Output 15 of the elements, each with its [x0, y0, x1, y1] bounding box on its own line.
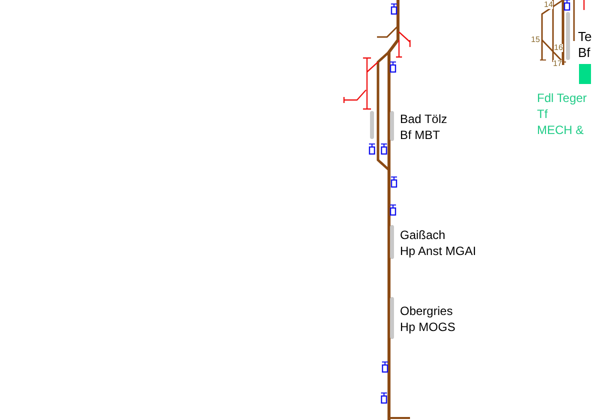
- station-code: Bf MBT: [400, 129, 440, 141]
- station-name: Bad Tölz: [400, 113, 448, 125]
- station-code: Hp MOGS: [400, 321, 456, 333]
- operator-note: MECH &: [537, 124, 584, 136]
- station-name: Te: [578, 30, 592, 43]
- station-code: Hp Anst MGAI: [400, 245, 476, 257]
- track-number: 17: [553, 60, 562, 68]
- track-number: 16: [554, 44, 563, 52]
- operator-note: Tf: [537, 108, 548, 120]
- track-number: 15: [531, 36, 540, 44]
- station-name: Gaißach: [400, 229, 446, 241]
- operator-note: Fdl Teger: [537, 92, 587, 104]
- station-code: Bf: [578, 46, 590, 59]
- station-name: Obergries: [400, 305, 453, 317]
- track-number: 14: [544, 1, 553, 9]
